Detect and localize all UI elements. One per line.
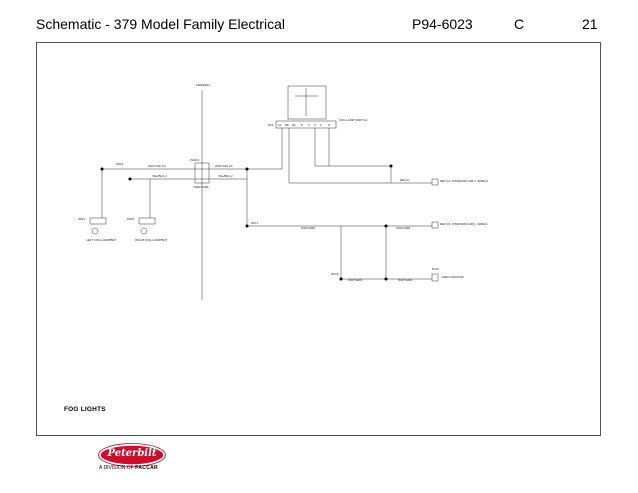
switch-box bbox=[287, 85, 327, 120]
bulkhead-caption: MAIN CAB bbox=[194, 185, 209, 189]
division-company: PACCAR bbox=[135, 465, 158, 471]
logo-text: Peterbilt bbox=[107, 448, 157, 459]
peterbilt-logo bbox=[98, 443, 166, 467]
right-lamp-label: RIGHT FOG LAMP/BKT bbox=[135, 238, 167, 242]
wire-label: WHT/GRN bbox=[348, 278, 362, 282]
wire-label: YEL/BLK 2 bbox=[152, 174, 167, 178]
left-lamp-icon bbox=[91, 227, 99, 235]
switch-pin: 3 bbox=[308, 123, 310, 127]
wire-label: YEL/BLK 2 bbox=[218, 174, 233, 178]
ground-ref: P116 bbox=[432, 267, 439, 271]
wire-label: WHT/GRN bbox=[396, 226, 410, 230]
switch-ref: P16 bbox=[268, 123, 274, 127]
splice-label: SPL8 bbox=[331, 272, 339, 276]
division-prefix: A DIVISION OF bbox=[99, 465, 134, 471]
splice-dot bbox=[339, 277, 343, 281]
switch-pin: 10 bbox=[278, 123, 282, 127]
bulkhead-connector bbox=[194, 162, 210, 184]
page-title: Schematic - 379 Model Family Electrical bbox=[36, 16, 285, 32]
splice-dot bbox=[100, 167, 104, 171]
splice-dot bbox=[384, 277, 388, 281]
document-number: P94-6023 bbox=[412, 16, 473, 32]
fuse-ref-1-connector bbox=[431, 178, 439, 186]
left-lamp-connector bbox=[89, 217, 107, 225]
switch-pin: 2 bbox=[314, 123, 316, 127]
ground-label: MAIN GROUND bbox=[442, 275, 465, 279]
switch-pin: 1 bbox=[320, 123, 322, 127]
switch-pin-strip bbox=[275, 120, 337, 129]
fuse-ref-1: REF 14: INTERIOR CAB 4, WIRE 8 bbox=[440, 179, 488, 183]
splice-dot bbox=[384, 224, 388, 228]
page-number: 21 bbox=[582, 16, 598, 32]
wire-label: WHT/YEL 10 bbox=[215, 164, 233, 168]
switch-pin: 6B bbox=[285, 123, 289, 127]
right-lamp-connector-label: P202 bbox=[127, 217, 134, 221]
wire-label: WHT/GRN bbox=[301, 226, 315, 230]
splice-label: SPL4 bbox=[116, 162, 124, 166]
revision-letter: C bbox=[514, 16, 525, 32]
fuse-ref-2-connector bbox=[431, 221, 439, 229]
relay-label: RELAY bbox=[400, 178, 410, 182]
switch-pin: 8 bbox=[301, 123, 303, 127]
splice-dot bbox=[245, 167, 249, 171]
left-lamp-label: LEFT FOG LAMP/BKT bbox=[86, 238, 116, 242]
splice-dot bbox=[128, 177, 132, 181]
splice-label: SPL7 bbox=[251, 221, 259, 225]
wire-label: WHT/YEL 10 bbox=[148, 164, 166, 168]
firewall-label: FIREWALL bbox=[196, 83, 211, 87]
wire-label: WHT/GRN bbox=[398, 278, 412, 282]
right-lamp-icon bbox=[140, 227, 148, 235]
splice-dot bbox=[389, 164, 393, 168]
section-label: FOG LIGHTS bbox=[64, 406, 106, 413]
division-text: A DIVISION OF PACCAR bbox=[99, 465, 158, 471]
ground-connector bbox=[431, 273, 439, 282]
schematic-frame bbox=[36, 42, 601, 436]
right-lamp-connector bbox=[138, 217, 156, 225]
left-lamp-connector-label: P201 bbox=[78, 217, 85, 221]
switch-pin: 9 bbox=[328, 123, 330, 127]
switch-name: FOG LAMP SWITCH bbox=[339, 118, 367, 122]
splice-dot bbox=[245, 224, 249, 228]
bulkhead-ref: P200-1 bbox=[190, 158, 200, 162]
fuse-ref-2: REF 15: INTERIOR CAB 1, WIRE 1 bbox=[440, 222, 488, 226]
switch-pin: 9A bbox=[292, 123, 296, 127]
